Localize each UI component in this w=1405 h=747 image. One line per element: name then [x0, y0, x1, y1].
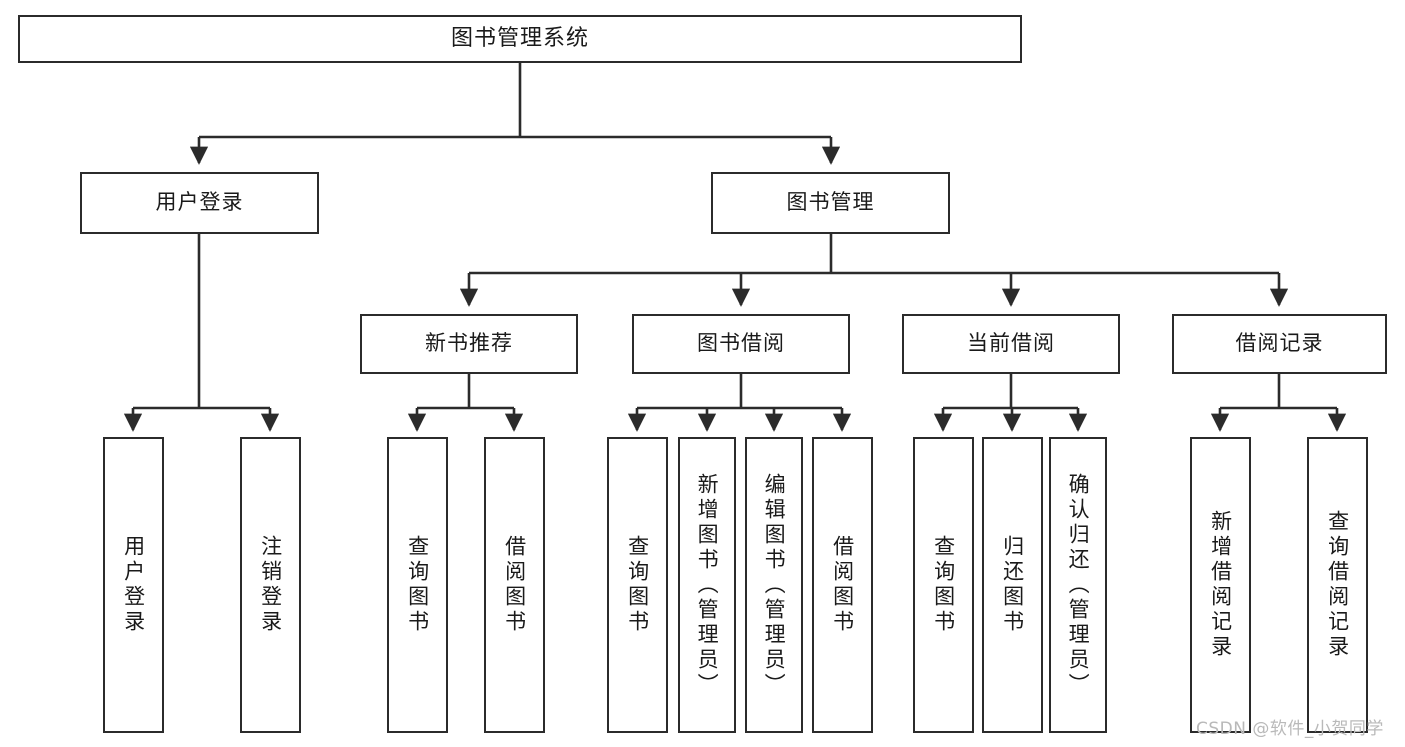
node-current-borrow[interactable]: 当前借阅 [902, 314, 1120, 374]
node-label: 用户登录 [121, 535, 146, 635]
node-new-book-recommend[interactable]: 新书推荐 [360, 314, 578, 374]
leaf-return-book[interactable]: 归还图书 [982, 437, 1043, 733]
leaf-borrow-book-recommend[interactable]: 借阅图书 [484, 437, 545, 733]
node-user-login[interactable]: 用户登录 [80, 172, 319, 234]
leaf-query-book-recommend[interactable]: 查询图书 [387, 437, 448, 733]
node-label: 查询图书 [405, 535, 430, 635]
node-label: 借阅图书 [830, 535, 855, 635]
node-book-borrow[interactable]: 图书借阅 [632, 314, 850, 374]
node-label: 图书管理 [786, 190, 875, 215]
edge-newbook-to-leaves [407, 374, 524, 432]
node-borrow-records[interactable]: 借阅记录 [1172, 314, 1387, 374]
leaf-query-book-current[interactable]: 查询图书 [913, 437, 974, 733]
node-label: 图书借阅 [697, 331, 785, 356]
node-label: 借阅图书 [502, 535, 527, 635]
node-label: 用户登录 [155, 190, 244, 215]
leaf-query-book-borrow[interactable]: 查询图书 [607, 437, 668, 733]
node-label: 注销登录 [258, 535, 283, 635]
leaf-logout-login[interactable]: 注销登录 [240, 437, 301, 733]
node-label: 确认归还（管理员） [1066, 472, 1091, 698]
leaf-add-book-admin[interactable]: 新增图书（管理员） [678, 437, 736, 733]
node-label: 新增借阅记录 [1208, 510, 1233, 660]
edge-bookmanage-to-level2 [459, 234, 1289, 307]
node-root-system[interactable]: 图书管理系统 [18, 15, 1022, 63]
node-label: 新书推荐 [425, 331, 513, 356]
node-label: 查询图书 [625, 535, 650, 635]
node-label: 当前借阅 [967, 331, 1055, 356]
edge-borrowrecords-to-leaves [1210, 374, 1347, 432]
node-label: 借阅记录 [1235, 331, 1324, 356]
node-label: 查询借阅记录 [1325, 510, 1350, 660]
node-label: 查询图书 [931, 535, 956, 635]
edge-root-to-level1 [189, 63, 841, 165]
leaf-borrow-book[interactable]: 借阅图书 [812, 437, 873, 733]
edge-userlogin-to-leaves [123, 234, 280, 432]
leaf-query-borrow-record[interactable]: 查询借阅记录 [1307, 437, 1368, 733]
node-label: 归还图书 [1000, 535, 1025, 635]
leaf-confirm-return-admin[interactable]: 确认归还（管理员） [1049, 437, 1107, 733]
leaf-edit-book-admin[interactable]: 编辑图书（管理员） [745, 437, 803, 733]
node-label: 新增图书（管理员） [695, 472, 720, 698]
node-label: 编辑图书（管理员） [762, 472, 787, 698]
edge-bookborrow-to-leaves [627, 374, 852, 432]
leaf-user-login[interactable]: 用户登录 [103, 437, 164, 733]
node-book-manage[interactable]: 图书管理 [711, 172, 950, 234]
leaf-add-borrow-record[interactable]: 新增借阅记录 [1190, 437, 1251, 733]
edge-currentborrow-to-leaves [933, 374, 1088, 432]
csdn-watermark: CSDN @软件_小贺同学 [1196, 719, 1384, 739]
node-label: 图书管理系统 [450, 25, 589, 51]
